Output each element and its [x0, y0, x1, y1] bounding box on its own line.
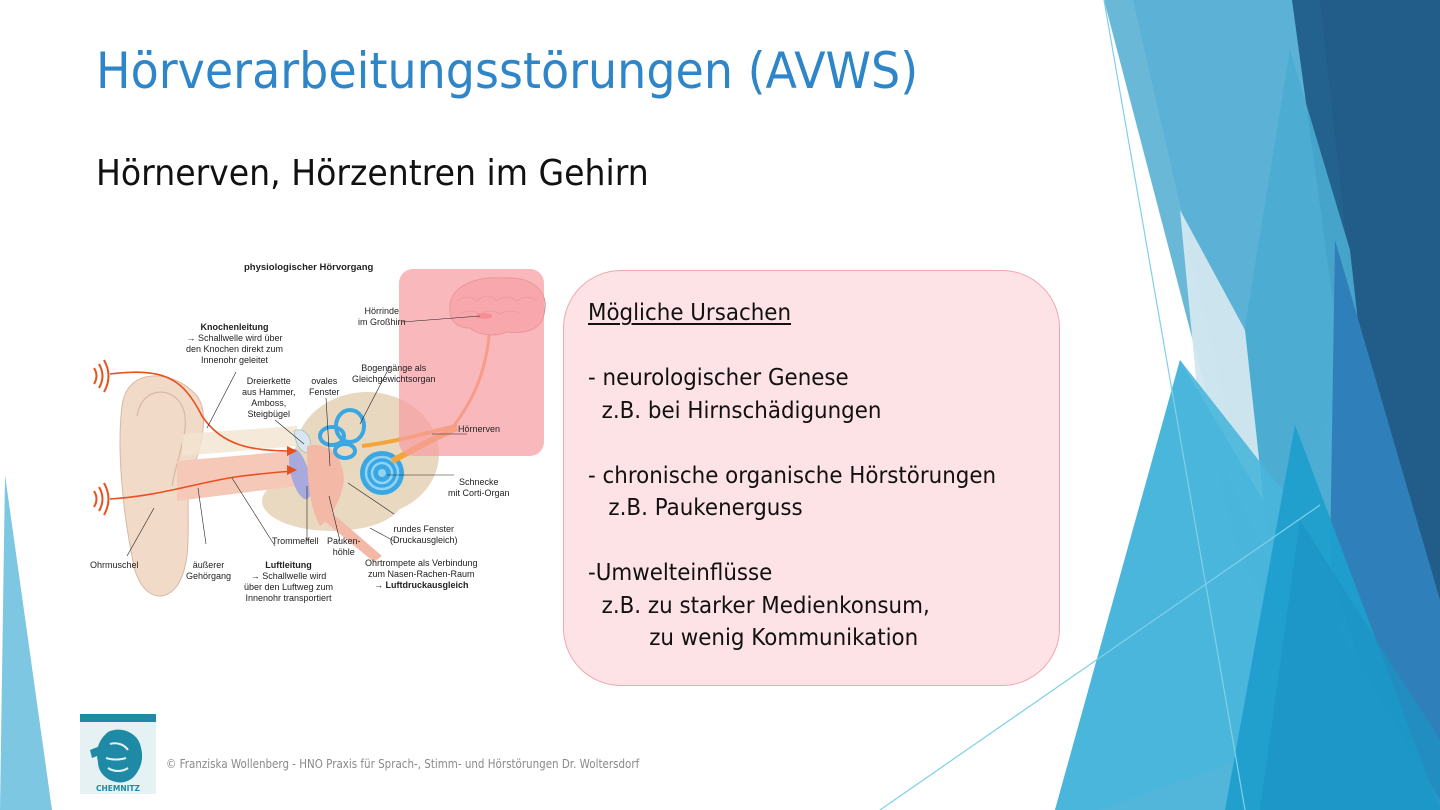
- label-knochenleitung: Knochenleitung → Schallwelle wird über d…: [186, 322, 284, 365]
- label-hoernerven: Hörnerven: [458, 424, 501, 434]
- causes-line: [588, 427, 996, 460]
- label-ovales-fenster: ovales Fenster: [309, 376, 340, 397]
- label-bogengaenge: Bogengänge als Gleichgewichtsorgan: [352, 363, 436, 384]
- label-ohrmuschel: Ohrmuschel: [90, 560, 139, 570]
- label-trommelfell: Trommelfell: [272, 536, 319, 546]
- causes-text: Mögliche Ursachen - neurologischer Genes…: [588, 297, 996, 655]
- causes-line: - neurologischer Genese: [588, 365, 849, 391]
- causes-box: Mögliche Ursachen - neurologischer Genes…: [563, 270, 1060, 686]
- causes-line: [588, 525, 996, 558]
- label-dreierkette: Dreierkette aus Hammer, Amboss, Steigbüg…: [242, 376, 296, 419]
- causes-line: z.B. Paukenerguss: [588, 495, 803, 521]
- causes-line: - chronische organische Hörstörungen: [588, 462, 997, 489]
- label-schnecke: Schnecke mit Corti-Organ: [448, 477, 510, 498]
- label-hoerrinde: Hörrinde im Großhirn: [358, 306, 406, 327]
- causes-line: z.B. zu starker Medienkonsum,: [588, 592, 930, 619]
- logo-text: CHEMNITZ: [96, 784, 140, 793]
- label-luftleitung: Luftleitung → Schallwelle wird über den …: [244, 560, 334, 603]
- karl-marx-head-icon: [90, 729, 143, 783]
- slide-title: Hörverarbeitungsstörungen (AVWS): [96, 42, 919, 100]
- slide-subtitle: Hörnerven, Hörzentren im Gehirn: [96, 153, 649, 194]
- causes-line: [588, 330, 996, 363]
- left-facet: [0, 475, 52, 810]
- logo-bar: [80, 714, 156, 722]
- brain-highlight-overlay: [399, 269, 544, 456]
- causes-line: z.B. bei Hirnschädigungen: [588, 397, 882, 424]
- ear-anatomy-diagram: physiologischer Hörvorgang Knochenleitun…: [82, 256, 552, 616]
- ear-illustration: [93, 269, 546, 597]
- label-paukenhoehle: Pauken- höhle: [327, 536, 361, 557]
- causes-line: -Umwelteinflüsse: [588, 560, 773, 586]
- diagram-title: physiologischer Hörvorgang: [244, 262, 374, 273]
- chemnitz-logo: CHEMNITZ: [80, 714, 156, 794]
- label-rundes-fenster: rundes Fenster (Druckausgleich): [390, 524, 458, 545]
- label-ohrtrompete: Ohrtrompete als Verbindung zum Nasen-Rac…: [365, 558, 478, 590]
- causes-line: zu wenig Kommunikation: [588, 625, 919, 651]
- label-gehoergang: äußerer Gehörgang: [186, 560, 232, 581]
- footer-copyright: © Franziska Wollenberg - HNO Praxis für …: [166, 757, 640, 771]
- causes-heading: Mögliche Ursachen: [588, 300, 792, 326]
